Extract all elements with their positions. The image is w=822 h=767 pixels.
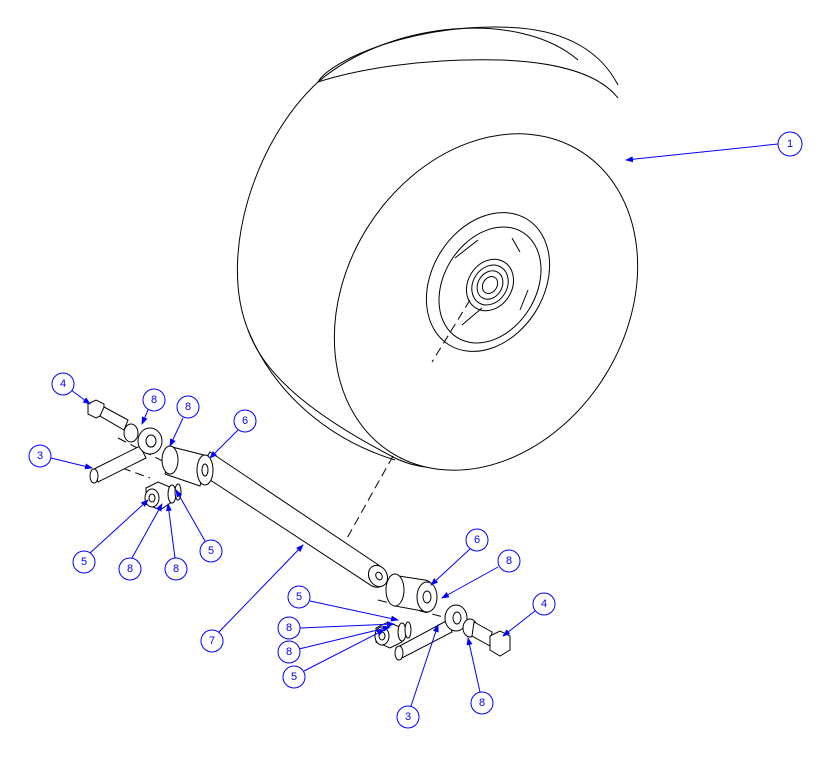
leader-line <box>169 417 184 447</box>
leader-line <box>175 489 206 542</box>
balloon-circle <box>465 528 489 552</box>
balloon-circle <box>277 640 301 664</box>
balloon-label: 8 <box>479 697 485 709</box>
balloon-3-right: 3 <box>396 624 439 729</box>
balloon-circle <box>51 372 75 396</box>
balloon-label: 1 <box>787 138 793 150</box>
leader-line <box>70 389 91 405</box>
balloon-circle <box>233 409 257 433</box>
leader-line <box>625 143 779 163</box>
balloon-circle <box>282 665 306 689</box>
balloon-label: 4 <box>60 378 66 390</box>
spacer-left <box>161 445 214 487</box>
balloon-label: 8 <box>506 555 512 567</box>
balloon-8-low-a: 8 <box>118 503 163 581</box>
balloon-label: 8 <box>151 394 157 406</box>
balloon-circle <box>164 557 188 581</box>
axle-tube <box>197 451 389 588</box>
balloon-8-right-top: 8 <box>441 549 521 599</box>
balloon-8-right-bottom: 8 <box>466 637 494 715</box>
balloon-label: 8 <box>286 622 292 634</box>
balloon-circle <box>287 585 311 609</box>
balloon-label: 3 <box>37 450 43 462</box>
balloon-label: 5 <box>296 591 302 603</box>
leader-line <box>299 621 395 629</box>
balloon-label: 6 <box>474 534 480 546</box>
leader-line <box>218 544 304 633</box>
balloon-label: 7 <box>209 635 215 647</box>
balloon-7: 7 <box>200 544 304 653</box>
nut-stack-left <box>144 481 182 511</box>
balloon-5-right-top: 5 <box>287 585 399 622</box>
leader-line <box>502 610 536 637</box>
leader-line <box>430 548 471 586</box>
balloon-4-left: 4 <box>51 372 91 405</box>
balloon-circle <box>118 557 142 581</box>
balloon-label: 8 <box>173 563 179 575</box>
balloon-circle <box>396 705 420 729</box>
balloon-circle <box>176 395 200 419</box>
balloon-circle <box>532 592 556 616</box>
balloon-label: 6 <box>242 415 248 427</box>
leader-line <box>89 499 149 554</box>
leader-line <box>309 600 399 622</box>
balloon-6-left: 6 <box>209 409 257 459</box>
leader-line <box>410 624 439 707</box>
balloon-8-top-center: 8 <box>169 395 200 447</box>
balloon-circle <box>199 539 223 563</box>
balloon-callouts: 1 4 8 8 6 3 <box>28 131 803 729</box>
leader-line <box>141 409 149 425</box>
leader-line <box>441 566 499 599</box>
balloon-8-low-b: 8 <box>164 503 188 581</box>
leader-line <box>303 629 385 672</box>
balloon-5-left-mid: 5 <box>175 489 223 563</box>
balloon-circle <box>497 549 521 573</box>
balloon-label: 8 <box>286 646 292 658</box>
balloon-label: 8 <box>185 401 191 413</box>
balloon-circle <box>142 388 166 412</box>
balloon-3-left: 3 <box>28 444 93 470</box>
balloon-circle <box>277 616 301 640</box>
leader-line <box>298 625 391 650</box>
balloon-5-left-low: 5 <box>72 499 149 574</box>
balloon-label: 5 <box>208 545 214 557</box>
balloon-8-right-a: 8 <box>277 616 395 640</box>
balloon-label: 3 <box>405 711 411 723</box>
balloon-label: 5 <box>291 671 297 683</box>
spacer-right <box>385 573 438 613</box>
balloon-circle <box>200 629 224 653</box>
balloon-circle <box>28 444 52 468</box>
leader-line <box>209 429 239 459</box>
balloon-4-right: 4 <box>502 592 556 637</box>
leader-line <box>165 503 176 559</box>
bolt-left <box>87 399 129 431</box>
balloon-5-right-low: 5 <box>282 629 385 689</box>
balloon-circle <box>470 691 494 715</box>
balloon-8-right-b: 8 <box>277 625 391 664</box>
rod-end-left <box>89 423 163 484</box>
balloon-circle <box>777 131 803 157</box>
leader-line <box>466 637 481 693</box>
balloon-8-top-left: 8 <box>141 388 166 425</box>
balloon-label: 4 <box>541 598 547 610</box>
balloon-label: 5 <box>81 556 87 568</box>
bolt-right <box>471 621 511 657</box>
balloon-1: 1 <box>625 131 803 163</box>
balloon-6-right: 6 <box>430 528 489 586</box>
balloon-circle <box>72 550 96 574</box>
leader-line <box>131 503 163 559</box>
wheel-tire <box>236 26 639 471</box>
leader-line <box>50 457 93 470</box>
balloon-label: 8 <box>127 563 133 575</box>
